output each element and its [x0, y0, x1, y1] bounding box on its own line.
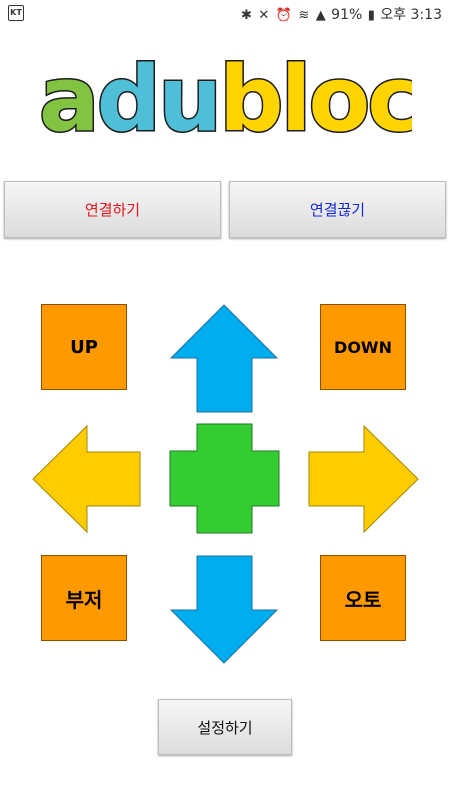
status-bar: KT ✱ ✕ ⏰ ≋ ▲ 91% ▮ 오후 3:13 [0, 0, 450, 26]
connect-label: 연결하기 [84, 201, 141, 219]
mute-icon: ✕ [258, 8, 270, 23]
logo-letter: l [281, 58, 309, 146]
settings-label: 설정하기 [197, 718, 253, 737]
disconnect-button[interactable]: 연결끊기 [229, 181, 446, 238]
dadublock-logo: dadublock [40, 58, 412, 146]
up-label: UP [70, 336, 98, 358]
arrow-up-icon[interactable] [169, 304, 279, 413]
auto-button[interactable]: 오토 [320, 555, 406, 641]
signal-icon: ▲ [315, 8, 326, 23]
wifi-icon: ≋ [298, 8, 310, 23]
down-button[interactable]: DOWN [320, 304, 406, 390]
arrow-left-icon[interactable] [32, 424, 141, 534]
settings-button[interactable]: 설정하기 [158, 699, 292, 755]
up-button[interactable]: UP [41, 304, 127, 390]
auto-label: 오토 [344, 587, 382, 612]
status-time: 오후 3:13 [380, 7, 442, 23]
disconnect-label: 연결끊기 [309, 201, 366, 219]
connect-button[interactable]: 연결하기 [4, 181, 221, 238]
alarm-icon: ⏰ [275, 8, 292, 23]
battery-icon: ▮ [367, 8, 375, 23]
down-label: DOWN [334, 337, 392, 357]
logo-letter: u [158, 58, 219, 146]
logo-letter: d [97, 58, 158, 146]
status-icons: ✱ ✕ ⏰ ≋ ▲ 91% ▮ 오후 3:13 [240, 4, 442, 24]
plus-icon[interactable] [169, 423, 280, 534]
battery-percent: 91% [331, 7, 363, 23]
bluetooth-icon: ✱ [240, 8, 252, 23]
logo-letter: b [219, 58, 280, 146]
arrow-down-icon[interactable] [169, 555, 279, 664]
svg-text:dadublock: dadublock [40, 58, 412, 146]
buzzer-label: 부저 [65, 587, 103, 612]
logo-letter: o [308, 58, 367, 146]
logo-letter: c [367, 58, 412, 146]
carrier-badge: KT [8, 5, 24, 21]
logo-letter: a [40, 58, 97, 146]
arrow-right-icon[interactable] [308, 424, 419, 534]
buzzer-button[interactable]: 부저 [41, 555, 127, 641]
